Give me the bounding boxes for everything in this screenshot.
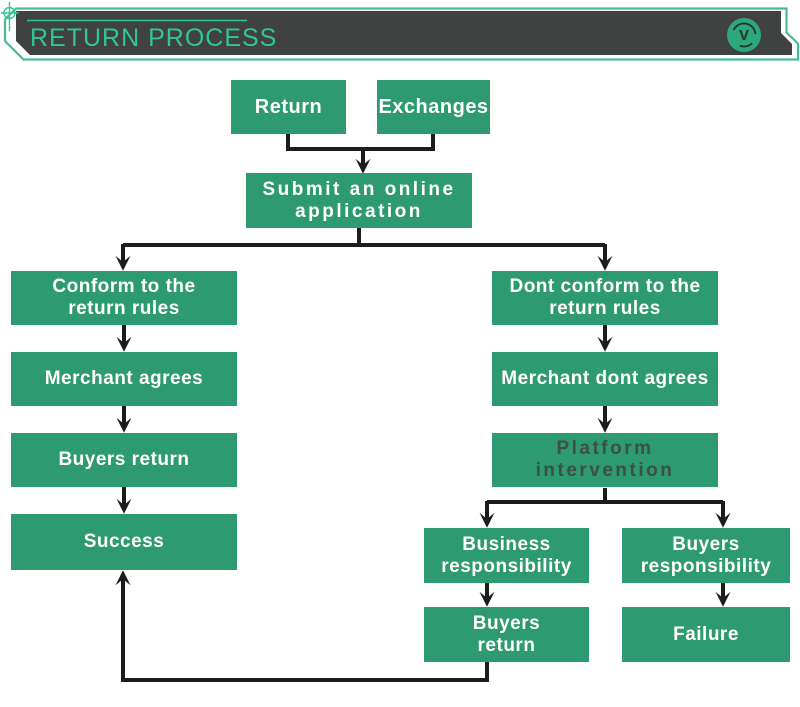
node-conform-rules: Conform to the return rules	[11, 271, 237, 325]
connector-loop-to-success	[115, 570, 489, 682]
node-buyers-responsibility: Buyers responsibility	[622, 528, 790, 583]
node-merchant-dont-agrees: Merchant dont agrees	[492, 352, 718, 406]
node-exchanges: Exchanges	[377, 80, 490, 134]
header-bar-shape	[16, 11, 792, 55]
node-platform-intervention: Platform intervention	[492, 433, 718, 487]
node-submit-application: Submit an online application	[246, 173, 472, 228]
node-buyers-return-2: Buyers return	[424, 607, 589, 662]
connector-merge-top	[286, 133, 435, 151]
node-buyers-return: Buyers return	[11, 433, 237, 487]
node-dont-conform-rules: Dont conform to the return rules	[492, 271, 718, 325]
node-success: Success	[11, 514, 237, 570]
page-title: RETURN PROCESS	[30, 24, 278, 52]
node-merchant-agrees: Merchant agrees	[11, 352, 237, 406]
header-banner	[1, 2, 800, 61]
node-return: Return	[231, 80, 346, 134]
node-business-responsibility: Business responsibility	[424, 528, 589, 583]
crosshair-icon	[1, 2, 19, 31]
header-outline	[3, 7, 800, 61]
node-failure: Failure	[622, 607, 790, 662]
